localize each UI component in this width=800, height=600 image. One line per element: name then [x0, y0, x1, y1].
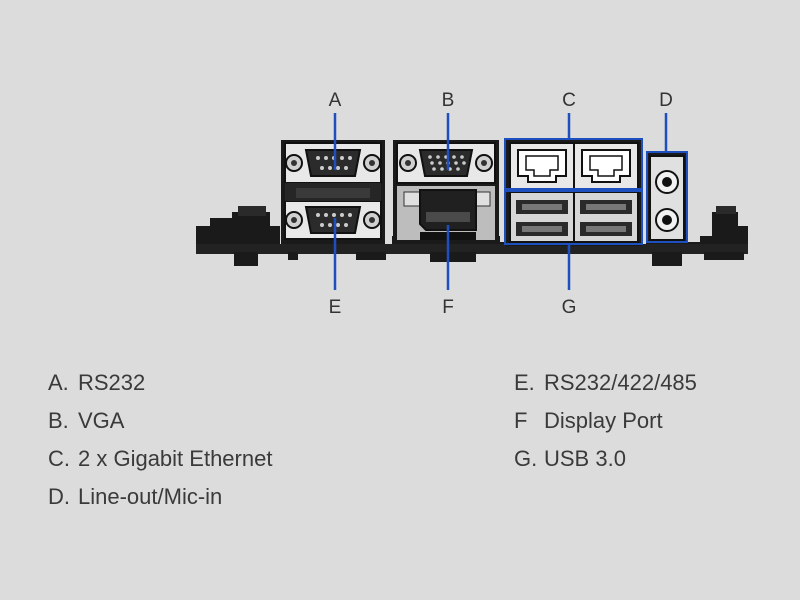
legend-text: 2 x Gigabit Ethernet — [78, 446, 273, 471]
vga-displayport-stack — [393, 140, 499, 244]
usb-port-2 — [580, 200, 632, 236]
legend-item-f: F Display Port — [514, 402, 697, 440]
callout-label-a: A — [329, 90, 342, 111]
rj45-port-1 — [517, 149, 567, 183]
legend-letter: A. — [48, 370, 69, 395]
callout-label-c: C — [562, 90, 576, 111]
legend-item-g: G. USB 3.0 — [514, 440, 697, 478]
legend-letter: B. — [48, 408, 69, 433]
legend-item-d: D. Line-out/Mic-in — [48, 478, 272, 516]
legend-letter: F — [514, 408, 528, 433]
line-out-jack — [655, 170, 679, 194]
callout-label-d: D — [659, 90, 673, 111]
legend-text: USB 3.0 — [544, 446, 626, 471]
legend-item-e: E. RS232/422/485 — [514, 364, 697, 402]
usb-port-1 — [516, 200, 568, 236]
legend-text: RS232/422/485 — [544, 370, 697, 395]
legend-text: Line-out/Mic-in — [78, 484, 223, 509]
db9-port-a — [285, 149, 381, 177]
legend-letter: E. — [514, 370, 535, 395]
legend-letter: G. — [514, 446, 538, 471]
highlight-box-g — [504, 190, 643, 245]
legend-text: RS232 — [78, 370, 146, 395]
rj45-port-2 — [581, 149, 631, 183]
vga-port — [399, 149, 493, 177]
legend-text: Display Port — [544, 408, 663, 433]
mic-in-jack — [655, 208, 679, 232]
rs232-connector-stack — [281, 140, 385, 244]
audio-jack-stack — [646, 152, 688, 244]
legend-text: VGA — [78, 408, 125, 433]
db9-port-e — [285, 206, 381, 234]
lan-usb-stack — [506, 140, 642, 246]
displayport-port — [397, 186, 495, 240]
callout-label-e: E — [329, 297, 342, 318]
legend-letter: D. — [48, 484, 70, 509]
highlight-box-c — [504, 138, 643, 190]
legend-letter: C. — [48, 446, 70, 471]
callout-label-b: B — [442, 90, 455, 111]
legend-left-column: A. RS232 B. VGA C. 2 x Gigabit Ethernet … — [48, 364, 272, 516]
legend-right-column: E. RS232/422/485 F Display Port G. USB 3… — [514, 364, 697, 478]
callout-lines — [333, 113, 668, 290]
legend-item-b: B. VGA — [48, 402, 272, 440]
legend-item-a: A. RS232 — [48, 364, 272, 402]
legend-item-c: C. 2 x Gigabit Ethernet — [48, 440, 272, 478]
callout-label-f: F — [442, 297, 454, 318]
callout-label-g: G — [562, 297, 577, 318]
